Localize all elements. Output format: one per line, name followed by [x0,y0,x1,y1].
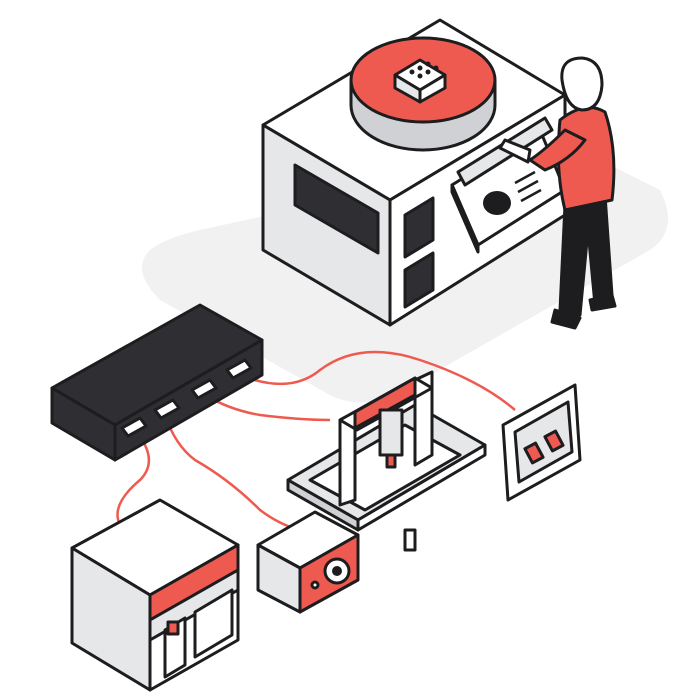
cable-to-panel [239,350,516,411]
wall-panel-icon [501,383,582,502]
switch-ports [120,358,253,438]
cabinet-icon [70,498,240,692]
gantry-router-icon [286,370,487,552]
cable-to-gantry [204,393,331,422]
cable-to-camera [163,414,301,532]
operator-icon [498,56,617,330]
network-switch-icon [50,303,264,462]
camera-box-icon [256,510,360,614]
